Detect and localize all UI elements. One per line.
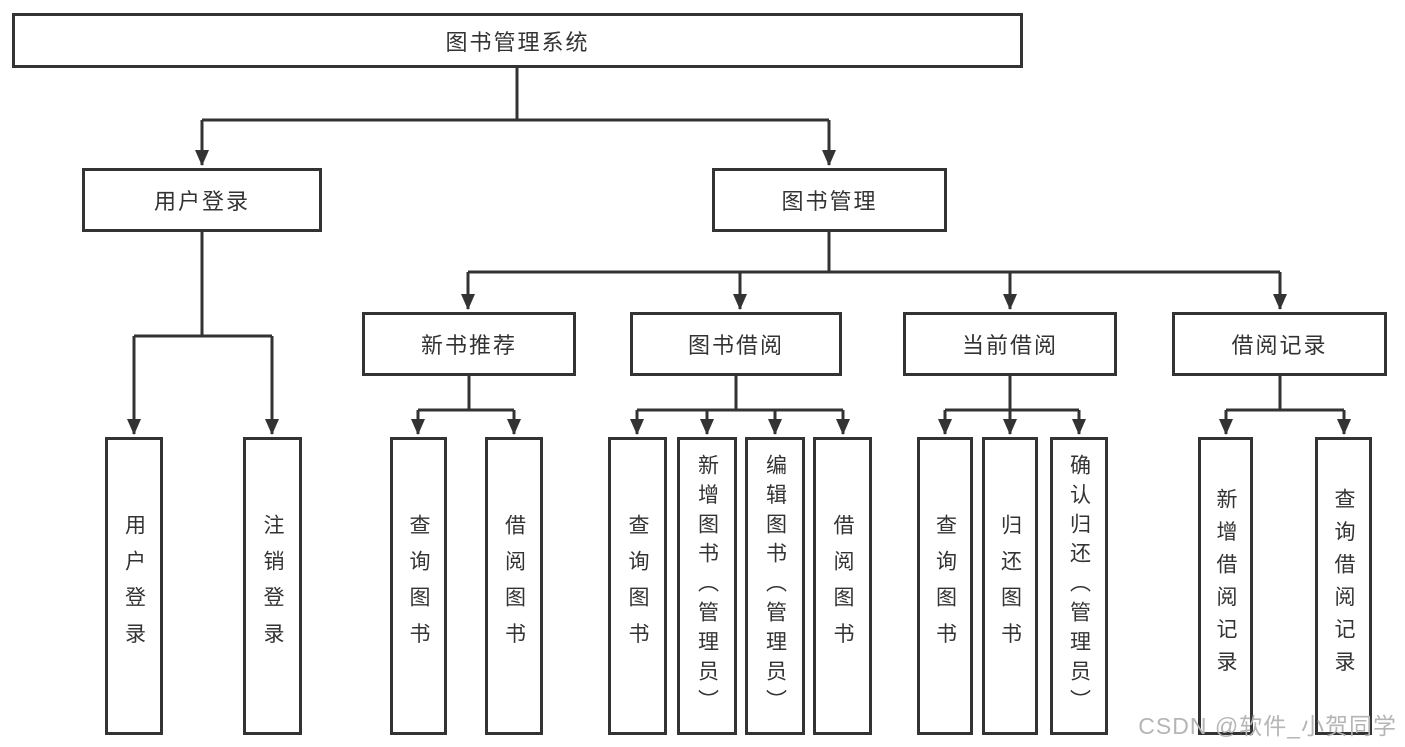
node-new-book-recommend: 新书推荐 xyxy=(362,312,576,376)
node-current-borrowing: 当前借阅 xyxy=(903,312,1117,376)
csdn-watermark: CSDN @软件_小贺同学 xyxy=(1138,713,1397,739)
leaf-edit-books-admin: 编辑图书（管理员） xyxy=(745,437,805,735)
node-user-login: 用户登录 xyxy=(82,168,322,232)
leaf-borrow-books-borrowing: 借阅图书 xyxy=(813,437,872,735)
leaf-query-borrow-record: 查询借阅记录 xyxy=(1315,437,1372,735)
node-book-management: 图书管理 xyxy=(712,168,947,232)
leaf-borrow-books-recommend: 借阅图书 xyxy=(485,437,543,735)
leaf-add-borrow-record: 新增借阅记录 xyxy=(1198,437,1253,735)
leaf-return-books: 归还图书 xyxy=(982,437,1038,735)
leaf-query-books-current: 查询图书 xyxy=(917,437,973,735)
node-book-borrowing: 图书借阅 xyxy=(630,312,842,376)
node-borrowing-records: 借阅记录 xyxy=(1172,312,1387,376)
leaf-user-login: 用户登录 xyxy=(105,437,163,735)
leaf-query-books-recommend: 查询图书 xyxy=(390,437,447,735)
leaf-logout: 注销登录 xyxy=(243,437,302,735)
node-library-management-system: 图书管理系统 xyxy=(12,13,1023,68)
leaf-add-books-admin: 新增图书（管理员） xyxy=(677,437,737,735)
leaf-confirm-return-admin: 确认归还（管理员） xyxy=(1050,437,1108,735)
leaf-query-books-borrowing: 查询图书 xyxy=(608,437,667,735)
